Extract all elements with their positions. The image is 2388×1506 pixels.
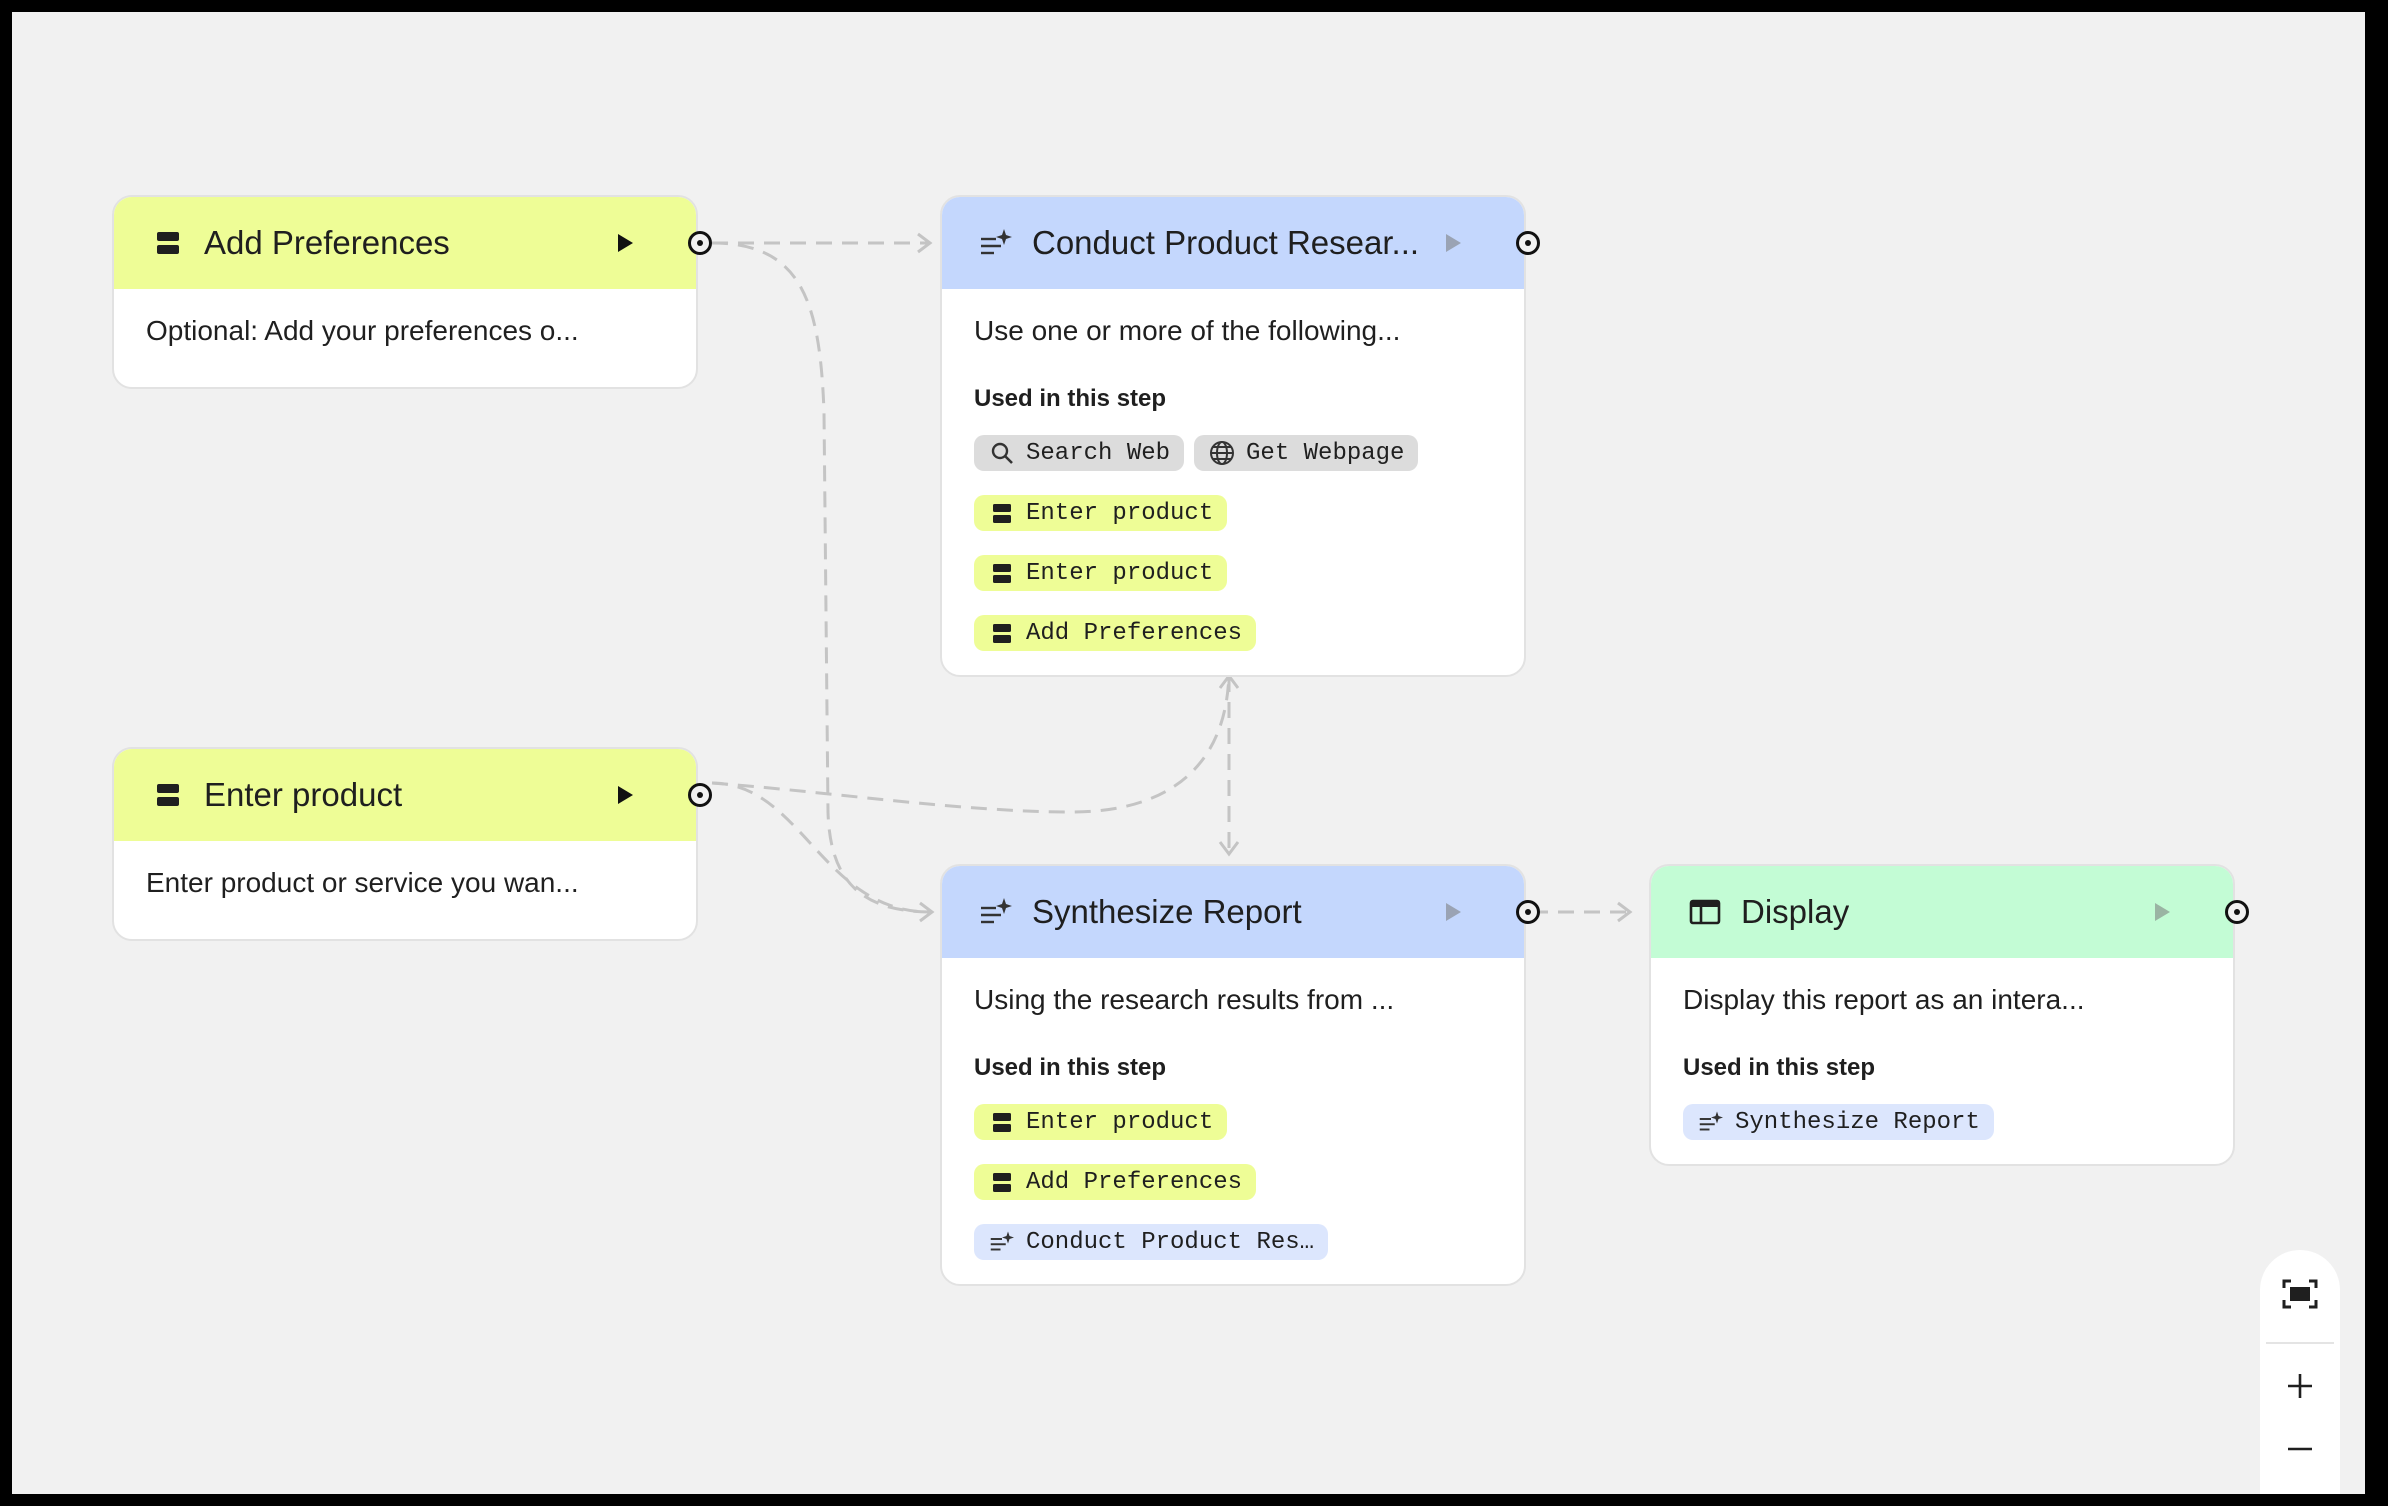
chip-add-preferences[interactable]: Add Preferences (974, 1164, 1257, 1200)
node-title: Enter product (204, 776, 403, 813)
zoom-out-minus-icon (2287, 1436, 2313, 1467)
used-in-step-label: Used in this step (974, 1054, 1167, 1081)
output-port-enter-product[interactable] (688, 783, 712, 807)
chip-label: Search Web (1026, 439, 1171, 467)
arrowhead-research-up (1218, 673, 1240, 689)
node-enter-product[interactable]: Enter product Enter product or service y… (112, 747, 698, 941)
input-icon (148, 775, 188, 815)
run-step-play-icon[interactable] (610, 780, 640, 810)
edge-enter-product-to-synthesize (711, 781, 931, 914)
chip-search-web[interactable]: Search Web (974, 435, 1185, 471)
chip-add-preferences[interactable]: Add Preferences (974, 615, 1257, 651)
node-synthesize-report[interactable]: Synthesize Report Using the research res… (940, 864, 1526, 1286)
used-chips: Search Web Get Webpage Enter product (974, 435, 1454, 651)
zoom-out-button[interactable] (2260, 1432, 2340, 1492)
input-icon (988, 1168, 1016, 1196)
chip-enter-product[interactable]: Enter product (974, 555, 1228, 591)
node-conduct-product-research[interactable]: Conduct Product Resear... Use one or mor… (940, 195, 1526, 677)
edge-add-preferences-to-synthesize (711, 241, 933, 914)
input-icon (988, 619, 1016, 647)
zoom-in-plus-icon (2287, 1373, 2313, 1404)
used-in-step-label: Used in this step (974, 385, 1167, 412)
node-title: Display (1741, 893, 1850, 930)
input-icon (148, 223, 188, 263)
generate-sparkle-icon (976, 223, 1016, 263)
output-port-conduct-research[interactable] (1516, 231, 1540, 255)
node-description: Display this report as an intera... (1683, 984, 2085, 1015)
node-header[interactable]: Conduct Product Resear... (942, 197, 1524, 289)
run-step-play-icon[interactable] (610, 228, 640, 258)
globe-icon (1208, 439, 1236, 467)
search-icon (988, 439, 1016, 467)
run-step-play-icon[interactable] (1438, 897, 1468, 927)
chip-label: Add Preferences (1026, 619, 1243, 647)
input-icon (988, 1108, 1016, 1136)
chip-get-webpage[interactable]: Get Webpage (1194, 435, 1419, 471)
node-header[interactable]: Display (1651, 866, 2233, 958)
zoom-in-button[interactable] (2260, 1344, 2340, 1432)
arrowhead-display (1617, 901, 1633, 923)
node-description: Use one or more of the following... (974, 315, 1401, 346)
output-port-display[interactable] (2225, 900, 2249, 924)
used-chips: Synthesize Report (1683, 1104, 2163, 1140)
node-title: Add Preferences (204, 224, 450, 261)
node-description: Using the research results from ... (974, 984, 1395, 1015)
arrowhead-synthesize (919, 901, 935, 923)
run-step-play-icon[interactable] (2147, 897, 2177, 927)
run-step-play-icon[interactable] (1438, 228, 1468, 258)
zoom-controls (2260, 1250, 2340, 1494)
output-port-synthesize-report[interactable] (1516, 900, 1540, 924)
input-icon (988, 499, 1016, 527)
chip-label: Enter product (1026, 559, 1214, 587)
used-chips: Enter product Add Preferences Conduct Pr… (974, 1104, 1454, 1260)
node-description: Enter product or service you wan... (146, 867, 579, 898)
arrowhead-research (917, 232, 933, 254)
node-header[interactable]: Enter product (114, 749, 696, 841)
chip-label: Get Webpage (1246, 439, 1405, 467)
output-port-add-preferences[interactable] (688, 231, 712, 255)
chip-label: Synthesize Report (1735, 1108, 1980, 1136)
generate-sparkle-icon (988, 1228, 1016, 1256)
chip-label: Conduct Product Res… (1026, 1228, 1315, 1256)
node-header[interactable]: Add Preferences (114, 197, 696, 289)
arrowhead-synthesize-down (1218, 841, 1240, 857)
fit-view-button[interactable] (2260, 1250, 2340, 1342)
chip-enter-product[interactable]: Enter product (974, 1104, 1228, 1140)
edge-enter-product-to-conduct-research (711, 671, 1231, 814)
used-in-step-label: Used in this step (1683, 1054, 1876, 1081)
chip-label: Enter product (1026, 1108, 1214, 1136)
flow-canvas[interactable]: Add Preferences Optional: Add your prefe… (12, 12, 2365, 1494)
node-add-preferences[interactable]: Add Preferences Optional: Add your prefe… (112, 195, 698, 389)
chip-conduct-product-research[interactable]: Conduct Product Res… (974, 1224, 1329, 1260)
generate-sparkle-icon (1697, 1108, 1725, 1136)
display-window-icon (1685, 892, 1725, 932)
chip-label: Add Preferences (1026, 1168, 1243, 1196)
chip-label: Enter product (1026, 499, 1214, 527)
node-title: Conduct Product Resear... (1032, 224, 1420, 261)
chip-synthesize-report[interactable]: Synthesize Report (1683, 1104, 1994, 1140)
node-header[interactable]: Synthesize Report (942, 866, 1524, 958)
node-description: Optional: Add your preferences o... (146, 315, 579, 346)
node-title: Synthesize Report (1032, 893, 1302, 930)
divider (2266, 1342, 2334, 1344)
node-display[interactable]: Display Display this report as an intera… (1649, 864, 2235, 1166)
input-icon (988, 559, 1016, 587)
generate-sparkle-icon (976, 892, 1016, 932)
chip-enter-product[interactable]: Enter product (974, 495, 1228, 531)
fit-view-icon (2282, 1279, 2318, 1314)
